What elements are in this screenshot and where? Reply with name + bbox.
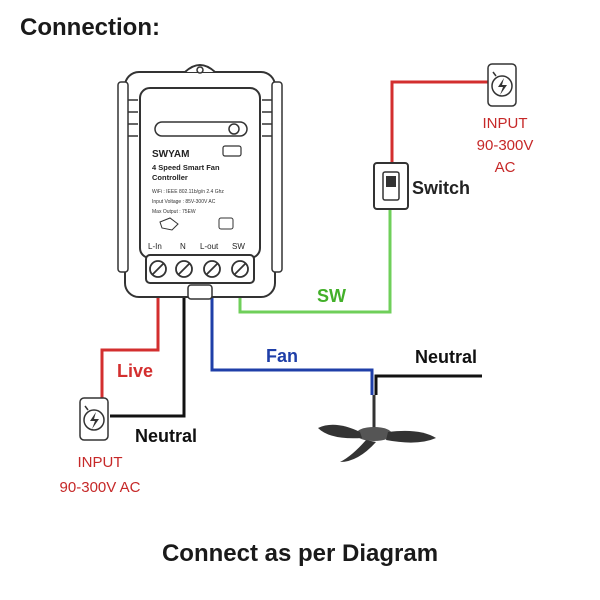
diagram-heading: Connection: — [20, 14, 160, 41]
switch-label: Switch — [412, 178, 470, 198]
live-wire-label: Live — [117, 361, 153, 381]
neutral-fan-wire — [374, 374, 482, 395]
top-input-plug-icon — [487, 63, 517, 107]
reset-button — [228, 123, 240, 135]
device-spec-input: Input Voltage : 85V-300V AC — [152, 199, 216, 205]
neutral-input-label: Neutral — [135, 426, 197, 446]
top-input-wire — [390, 80, 488, 165]
fan-wire-label: Fan — [266, 346, 298, 366]
terminal-label-n: N — [180, 242, 186, 251]
device-model-line1: 4 Speed Smart Fan — [152, 163, 220, 172]
device-brand: SWYAM — [152, 149, 189, 160]
bottom-input-plug-icon — [79, 397, 109, 441]
neutral-input-wire — [110, 275, 186, 418]
bottom-input-line2: 90-300V AC — [60, 479, 141, 496]
device-spec-output: Max Output : 75EW — [152, 209, 196, 215]
live-wire — [100, 275, 160, 400]
terminal-label-sw: SW — [232, 242, 245, 251]
diagram-caption: Connect as per Diagram — [161, 540, 439, 567]
wall-switch — [373, 162, 409, 210]
terminal-label-lin: L-In — [148, 242, 162, 251]
wifi-badge-icon — [218, 217, 234, 230]
smart-fan-controller: SWYAM 4 Speed Smart Fan Controller WiFi … — [117, 64, 283, 300]
top-input-line2: 90-300V — [477, 137, 534, 154]
reset-button-slot — [154, 121, 248, 137]
terminal-screws — [149, 260, 249, 278]
sw-wire-label: SW — [317, 286, 346, 306]
led-icon — [222, 145, 242, 157]
top-input-line3: AC — [495, 159, 516, 176]
device-model-line2: Controller — [152, 173, 188, 182]
ceiling-fan-icon — [318, 395, 436, 462]
terminal-label-lout: L-out — [200, 242, 219, 251]
fan-wire — [210, 275, 374, 395]
bottom-input-line1: INPUT — [78, 454, 123, 471]
top-input-line1: INPUT — [483, 115, 528, 132]
bis-mark-icon — [159, 217, 179, 231]
device-spec-wifi: WiFi : IEEE 802.11b/g/n 2.4 Ghz — [152, 189, 224, 195]
terminal-block — [145, 254, 255, 284]
neutral-fan-label: Neutral — [415, 347, 477, 367]
